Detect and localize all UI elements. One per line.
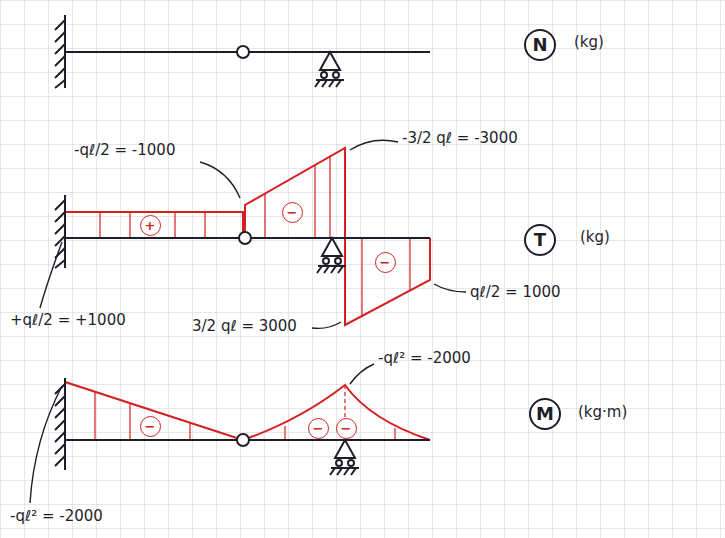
sign-marker: − — [308, 418, 329, 439]
sign-text: − — [287, 206, 298, 219]
sign-text: − — [341, 422, 352, 435]
diagram-letter: N — [524, 29, 556, 61]
beam-m — [55, 378, 430, 475]
diagram-letter: T — [524, 224, 556, 256]
value-label: -3/2 qℓ = -3000 — [402, 130, 518, 147]
sign-marker: − — [375, 252, 396, 273]
shear-diagram — [65, 148, 430, 325]
value-label: +qℓ/2 = +1000 — [10, 312, 126, 329]
value-label: -qℓ/2 = -1000 — [74, 142, 175, 159]
sign-text: − — [145, 420, 156, 433]
beam-t — [55, 195, 430, 273]
value-label: -qℓ² = -2000 — [378, 350, 471, 367]
sign-text: − — [380, 256, 391, 269]
sign-marker: − — [140, 416, 161, 437]
value-label: qℓ/2 = 1000 — [470, 284, 561, 301]
unit-label: (kg) — [574, 34, 604, 51]
unit-label: (kg·m) — [578, 404, 627, 421]
sign-marker: − — [282, 202, 303, 223]
diagram-letter: M — [529, 398, 561, 430]
sign-text: − — [313, 422, 324, 435]
sign-text: + — [145, 219, 156, 232]
value-label: 3/2 qℓ = 3000 — [192, 318, 297, 335]
sign-marker: − — [336, 418, 357, 439]
letter-text: T — [534, 231, 546, 249]
sign-marker: + — [140, 215, 161, 236]
unit-label: (kg) — [580, 229, 610, 246]
letter-text: N — [532, 36, 547, 54]
moment-diagram — [65, 382, 430, 440]
beam-n — [55, 15, 430, 88]
letter-text: M — [536, 405, 554, 423]
value-label: -qℓ² = -2000 — [10, 508, 103, 525]
